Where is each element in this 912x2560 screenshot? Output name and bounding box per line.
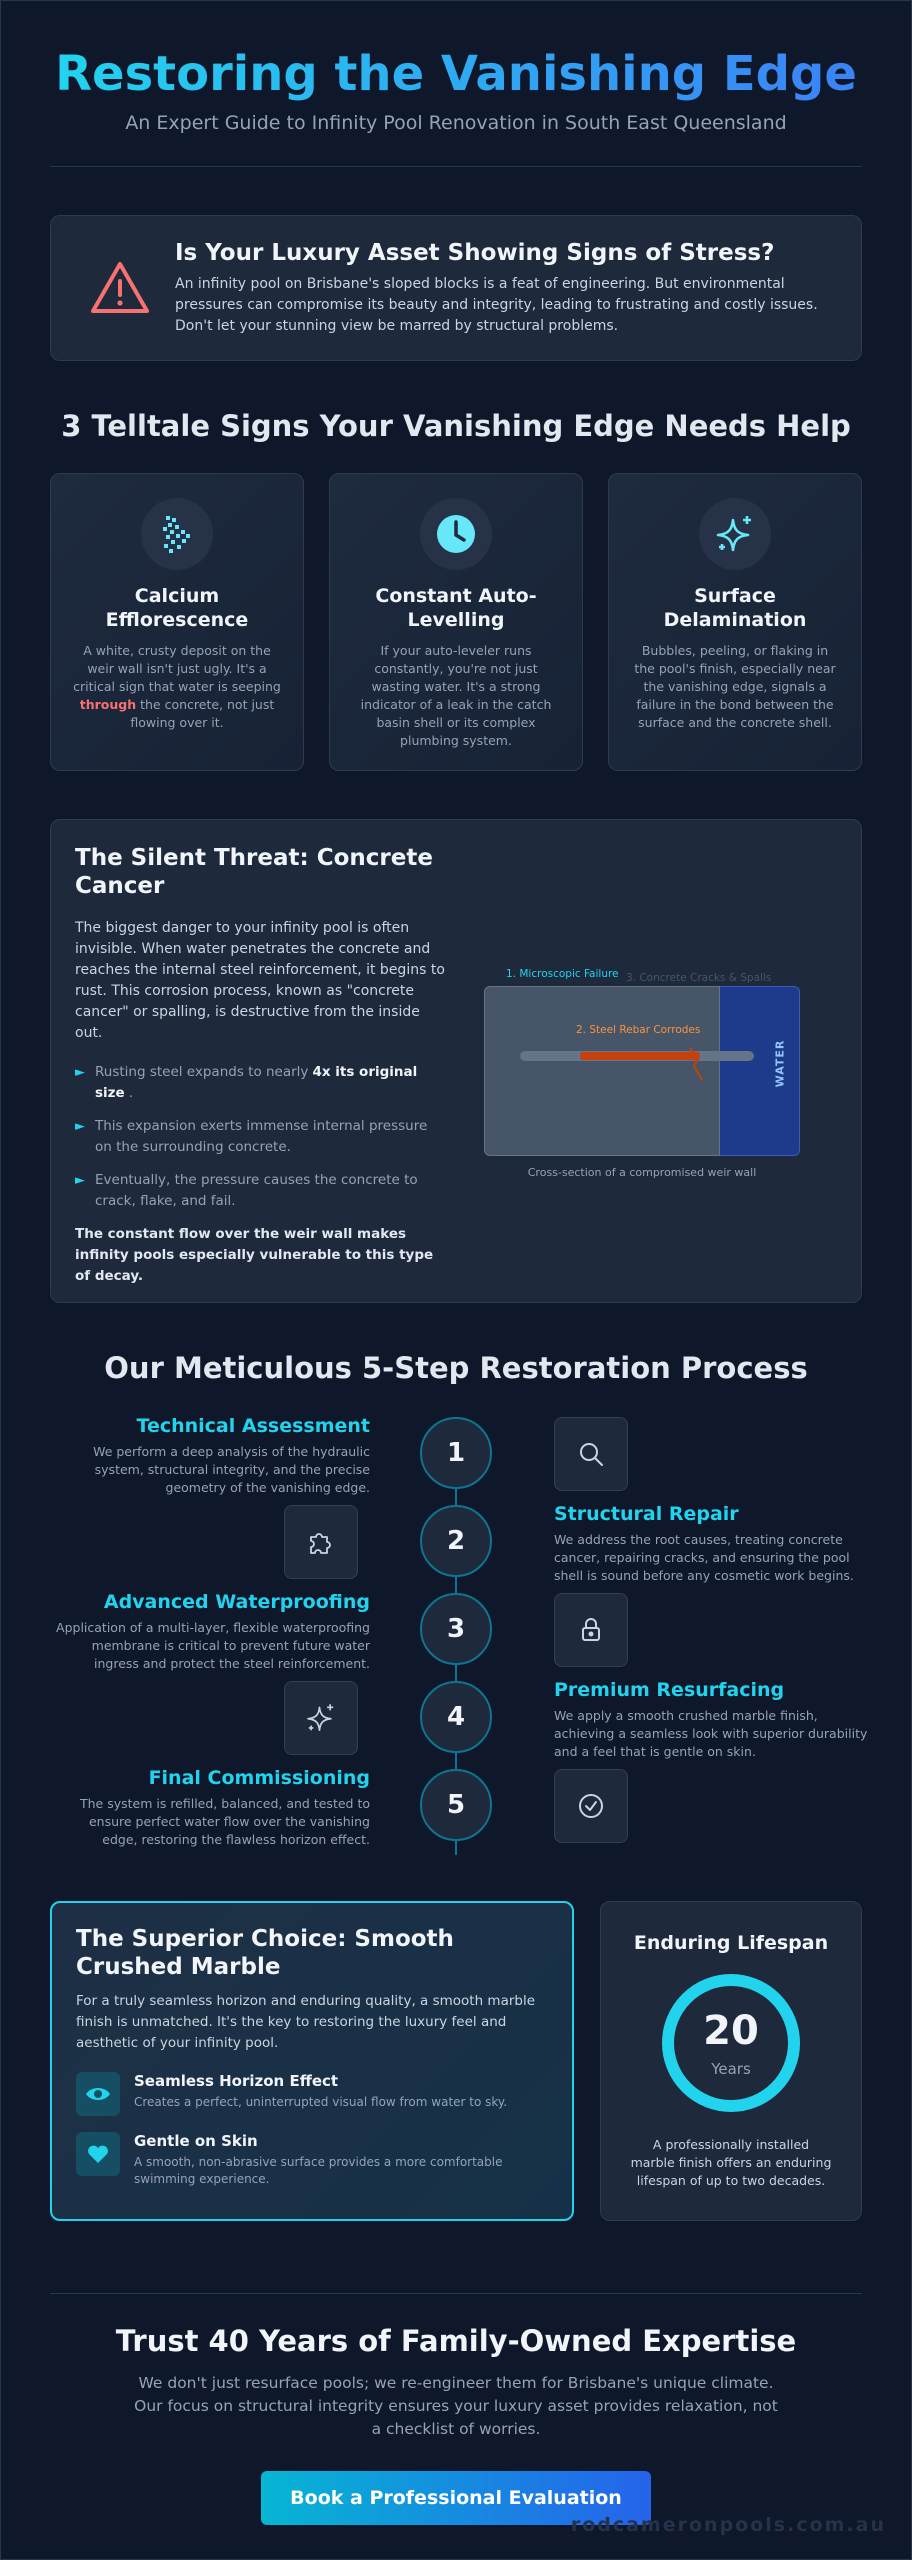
step-structural-repair: Structural Repair We address the root ca… [554, 1503, 854, 1583]
step-final-commissioning: Final Commissioning The system is refill… [79, 1767, 370, 1847]
bullet-emphasis: 4x its original size [95, 1064, 418, 1101]
clock-icon [420, 498, 492, 570]
search-icon [554, 1417, 628, 1491]
weir-diagram: WATER 1. Microscopic Failure 3. Concrete… [447, 844, 837, 1302]
stress-card: Is Your Luxury Asset Showing Signs of St… [50, 215, 862, 361]
threat-card: The Silent Threat: Concrete Cancer The b… [50, 819, 862, 1303]
puzzle-icon [284, 1505, 358, 1579]
trust-title: Trust 40 Years of Family-Owned Expertise [115, 2324, 797, 2358]
step-number: 4 [420, 1681, 492, 1753]
sign-text: If your auto-leveler runs constantly, yo… [360, 643, 552, 748]
step-number: 3 [420, 1593, 492, 1665]
crystals-icon [141, 498, 213, 570]
lifespan-unit: Years [711, 2060, 751, 2078]
sign-text: A white, crusty deposit on the weir wall… [73, 643, 281, 730]
sign-title: Surface Delamination [663, 585, 807, 631]
lifespan-title: Enduring Lifespan [633, 1932, 829, 1954]
sparkle-icon [699, 498, 771, 570]
signs-title: 3 Telltale Signs Your Vanishing Edge Nee… [61, 409, 851, 443]
step-number: 2 [420, 1505, 492, 1577]
marble-body: For a truly seamless horizon and endurin… [76, 1993, 536, 2051]
threat-bullet: ► Eventually, the pressure causes the co… [75, 1170, 447, 1212]
arrow-icon: ► [75, 1173, 85, 1188]
arrow-icon: ► [75, 1065, 85, 1080]
threat-title: The Silent Threat: Concrete Cancer [75, 845, 433, 899]
highlight-through: through [79, 697, 137, 712]
lifespan-card: Enduring Lifespan 20 Years A professiona… [600, 1901, 862, 2221]
threat-body: The biggest danger to your infinity pool… [75, 920, 445, 1041]
crack-icon [689, 1047, 703, 1081]
footer-domain: rodcameronpools.com.au [570, 2514, 886, 2536]
sign-title: Calcium Efflorescence [105, 585, 249, 631]
infographic: Restoring the Vanishing Edge An Expert G… [50, 0, 867, 2525]
step-number: 5 [420, 1769, 492, 1841]
step-technical-assessment: Technical Assessment We perform a deep a… [93, 1415, 370, 1495]
step-premium-resurfacing: Premium Resurfacing We apply a smooth cr… [554, 1679, 868, 1759]
feature-gentle-on-skin: Gentle on Skin A smooth, non-abrasive su… [76, 2132, 548, 2188]
sign-card-efflorescence: Calcium Efflorescence A white, crusty de… [50, 473, 304, 771]
divider [50, 166, 862, 167]
stress-title: Is Your Luxury Asset Showing Signs of St… [175, 239, 775, 266]
diagram-label-1: 1. Microscopic Failure [506, 968, 619, 980]
trust-text: We don't just resurface pools; we re-eng… [134, 2374, 778, 2438]
threat-conclusion: The constant flow over the weir wall mak… [75, 1226, 434, 1284]
divider [50, 2293, 862, 2294]
sign-card-auto-levelling: Constant Auto-Levelling If your auto-lev… [329, 473, 583, 771]
diagram-caption: Cross-section of a compromised weir wall [527, 1166, 757, 1179]
sign-title: Constant Auto-Levelling [375, 585, 537, 631]
trust-section: Trust 40 Years of Family-Owned Expertise… [50, 2324, 862, 2525]
marble-section: The Superior Choice: Smooth Crushed Marb… [50, 1901, 862, 2221]
sign-card-delamination: Surface Delamination Bubbles, peeling, o… [608, 473, 862, 771]
sparkle-icon [284, 1681, 358, 1755]
concrete-wall [484, 986, 720, 1156]
process-timeline: 1 2 3 4 5 Technical Assessment We perfor… [50, 1415, 867, 1875]
diagram-label-3: 3. Concrete Cracks & Spalls [626, 972, 772, 984]
signs-grid: Calcium Efflorescence A white, crusty de… [50, 473, 862, 771]
eye-icon [76, 2072, 120, 2116]
marble-card: The Superior Choice: Smooth Crushed Marb… [50, 1901, 574, 2221]
lock-icon [554, 1593, 628, 1667]
heart-icon [76, 2132, 120, 2176]
step-number: 1 [420, 1417, 492, 1489]
book-evaluation-button[interactable]: Book a Professional Evaluation [261, 2471, 651, 2525]
marble-title: The Superior Choice: Smooth Crushed Marb… [76, 1926, 454, 1980]
warning-triangle-icon [81, 249, 159, 327]
threat-bullet: ► This expansion exerts immense internal… [75, 1116, 447, 1158]
process-title: Our Meticulous 5-Step Restoration Proces… [104, 1351, 808, 1385]
step-advanced-waterproofing: Advanced Waterproofing Application of a … [56, 1591, 370, 1671]
sign-text: Bubbles, peeling, or flaking in the pool… [634, 643, 836, 730]
lifespan-ring: 20 Years [660, 1972, 802, 2114]
page-subtitle: An Expert Guide to Infinity Pool Renovat… [125, 112, 787, 134]
feature-seamless-horizon: Seamless Horizon Effect Creates a perfec… [76, 2072, 548, 2116]
lifespan-text: A professionally installed marble finish… [630, 2137, 832, 2188]
rust-section [580, 1052, 700, 1060]
header: Restoring the Vanishing Edge An Expert G… [50, 44, 862, 134]
arrow-icon: ► [75, 1119, 85, 1134]
stress-text: An infinity pool on Brisbane's sloped bl… [175, 275, 818, 334]
lifespan-number: 20 [703, 2008, 759, 2054]
check-circle-icon [554, 1769, 628, 1843]
water-panel: WATER [720, 986, 800, 1156]
diagram-label-2: 2. Steel Rebar Corrodes [576, 1024, 701, 1036]
page-title: Restoring the Vanishing Edge [50, 44, 862, 104]
